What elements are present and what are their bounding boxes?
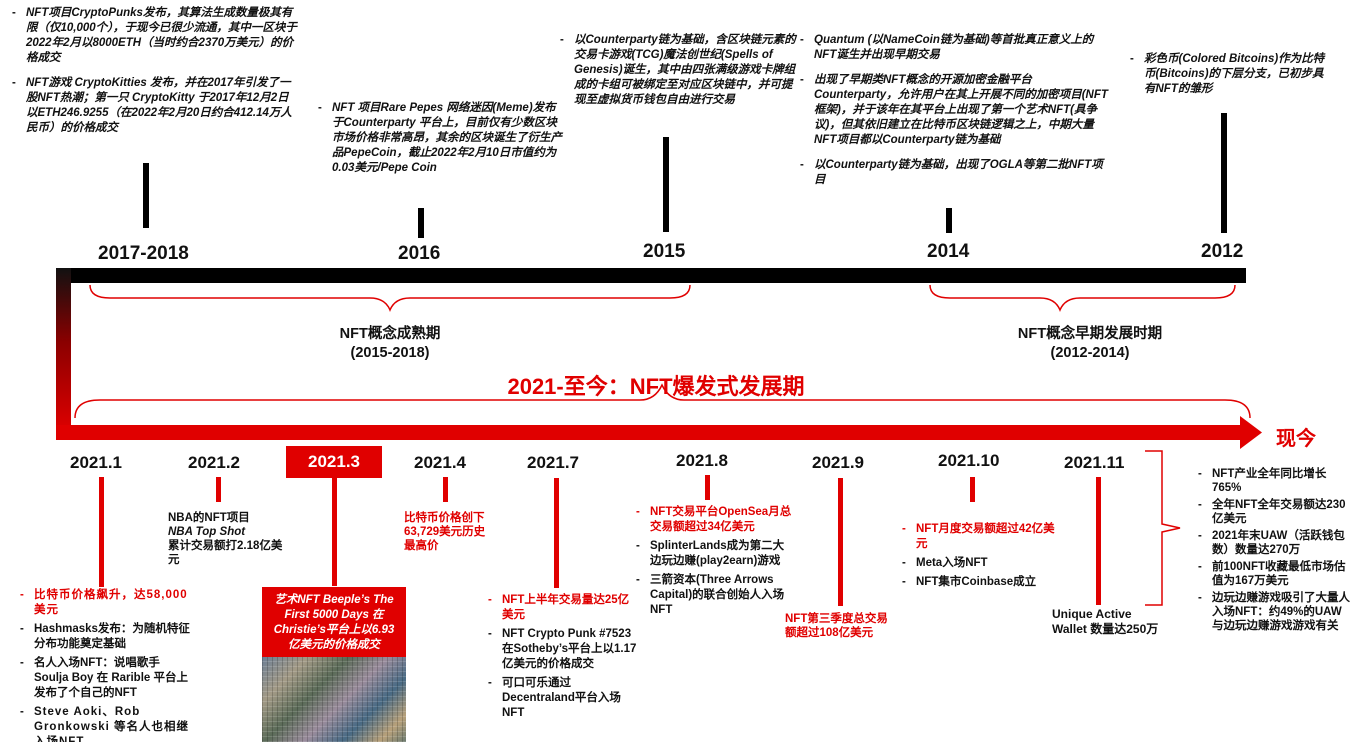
timeline-left-connector	[56, 268, 71, 433]
tick-2021-10	[970, 477, 975, 502]
brace-explosive	[74, 383, 1251, 419]
note-nba-topshot: NBA Top Shot	[168, 526, 246, 538]
note-uaw: Unique Active Wallet 数量达250万	[1052, 607, 1159, 636]
brace-mature	[89, 284, 691, 312]
phase-mature: NFT概念成熟期 (2015-2018)	[300, 325, 480, 363]
notes-2021-summary: NFT产业全年同比增长765% 全年NFT全年交易额达230亿美元 2021年末…	[1198, 467, 1350, 636]
bottom-timeline-bar	[56, 425, 1246, 440]
year-2012: 2012	[1201, 241, 1244, 262]
tick-2021-7	[554, 478, 559, 588]
notes-2017-2018: NFT项目CryptoPunks发布，其算法生成数量极其有限（仅10,000个）…	[12, 6, 297, 146]
note-spells-of-genesis: 以Counterparty链为基础，含区块链元素的交易卡游戏(TCG)魔法创世纪…	[560, 33, 798, 108]
tick-2021-2	[216, 477, 221, 502]
notes-2021-8: NFT交易平台OpenSea月总交易额超过34亿美元 SplinterLands…	[636, 505, 792, 622]
note-yoy-765: NFT产业全年同比增长765%	[1198, 467, 1350, 495]
tick-2021-4	[443, 477, 448, 502]
phase-mature-range: (2015-2018)	[350, 345, 430, 361]
now-label: 现今	[1276, 428, 1316, 450]
notes-2012: 彩色币(Colored Bitcoins)作为比特币(Bitcoins)的下层分…	[1130, 52, 1335, 107]
note-h1-volume: NFT上半年交易量达25亿美元	[488, 593, 638, 623]
date-2021-11: 2021.11	[1064, 453, 1125, 472]
top-timeline-bar	[56, 268, 1246, 283]
note-punk-7523: NFT Crypto Punk #7523在Sotheby’s平台上以1.17亿…	[488, 627, 638, 672]
note-btc-ath: 比特币价格创下63,729美元历史最高价	[404, 512, 486, 552]
beeple-text: 艺术NFT Beeple’s The First 5000 Days 在Chri…	[273, 594, 395, 651]
phase-early-label: NFT概念早期发展时期	[1017, 326, 1163, 342]
year-2016: 2016	[398, 243, 441, 264]
date-2021-4: 2021.4	[414, 453, 466, 472]
notes-2021-1: 比特币价格飙升，达58,000美元 Hashmasks发布：为随机特征分布功能奠…	[20, 588, 190, 742]
note-q3-volume: NFT第三季度总交易额超过108亿美元	[785, 613, 888, 639]
note-cryptokitties: NFT游戏 CryptoKitties 发布，并在2017年引发了一股NFT热潮…	[12, 76, 297, 136]
date-2021-1: 2021.1	[70, 453, 122, 472]
date-2021-9: 2021.9	[812, 453, 864, 472]
note-btc-58000: 比特币价格飙升，达58,000美元	[20, 588, 190, 618]
date-2021-8: 2021.8	[676, 451, 728, 470]
connector-2017	[143, 163, 149, 228]
phase-early: NFT概念早期发展时期 (2012-2014)	[990, 325, 1190, 363]
note-hashmasks: Hashmasks发布：为随机特征分布功能奠定基础	[20, 622, 190, 652]
tick-2021-8	[705, 475, 710, 500]
year-2015: 2015	[643, 241, 686, 262]
note-coca-cola: 可口可乐通过Decentraland平台入场NFT	[488, 676, 638, 721]
summary-bracket	[1145, 450, 1181, 606]
year-2014: 2014	[927, 241, 970, 262]
note-monthly-42: NFT月度交易额超过42亿美元	[902, 522, 1062, 552]
brace-early	[929, 284, 1236, 312]
tick-2021-1	[99, 477, 104, 587]
note-counterparty: 出现了早期类NFT概念的开源加密金融平台Counterparty，允许用户在其上…	[800, 73, 1110, 148]
beeple-artwork-image	[262, 657, 406, 742]
note-rare-pepes: NFT 项目Rare Pepes 网络迷因(Meme)发布于Counterpar…	[318, 101, 563, 176]
connector-2012	[1221, 113, 1227, 233]
connector-2014	[946, 208, 952, 233]
explosive-phase-title: 2021-至今：NFT爆发式发展期	[507, 374, 805, 399]
note-uaw-270: 2021年末UAW（活跃钱包数）数量达270万	[1198, 529, 1350, 557]
tick-2021-9	[838, 478, 843, 606]
date-2021-3: 2021.3	[286, 446, 382, 478]
beeple-card: 艺术NFT Beeple’s The First 5000 Days 在Chri…	[262, 587, 406, 657]
note-nba-line3: 累计交易额打2.18亿美元	[168, 540, 283, 566]
notes-2021-7: NFT上半年交易量达25亿美元 NFT Crypto Punk #7523在So…	[488, 593, 638, 725]
note-coinbase: NFT集市Coinbase成立	[902, 575, 1062, 590]
timeline-arrowhead	[1240, 416, 1262, 449]
date-2021-2: 2021.2	[188, 453, 240, 472]
note-play2earn: 边玩边赚游戏吸引了大量人入场NFT：约49%的UAW与边玩边赚游戏游戏有关	[1198, 591, 1350, 633]
notes-2014: Quantum (以NameCoin链为基础)等首批真正意义上的NFT诞生并出现…	[800, 33, 1110, 198]
connector-2015	[663, 137, 669, 232]
note-steve-aoki: Steve Aoki、Rob Gronkowski 等名人也相继入场NFT	[20, 705, 190, 742]
phase-braces	[74, 284, 1251, 419]
date-2021-7: 2021.7	[527, 453, 579, 472]
phase-mature-label: NFT概念成熟期	[339, 326, 441, 342]
note-nba-line1: NBA的NFT项目	[168, 512, 250, 524]
tick-2021-3	[332, 476, 337, 586]
date-2021-10: 2021.10	[938, 451, 1000, 470]
notes-2021-10: NFT月度交易额超过42亿美元 Meta入场NFT NFT集市Coinbase成…	[902, 522, 1062, 594]
year-2017-2018: 2017-2018	[98, 243, 189, 264]
notes-2015: 以Counterparty链为基础，含区块链元素的交易卡游戏(TCG)魔法创世纪…	[560, 33, 798, 118]
note-cryptopunks: NFT项目CryptoPunks发布，其算法生成数量极其有限（仅10,000个）…	[12, 6, 297, 66]
note-opensea: NFT交易平台OpenSea月总交易额超过34亿美元	[636, 505, 792, 535]
tick-2021-11	[1096, 477, 1101, 605]
note-meta: Meta入场NFT	[902, 556, 1062, 571]
note-ogla: 以Counterparty链为基础，出现了OGLA等第二批NFT项目	[800, 158, 1110, 188]
note-three-arrows: 三箭资本(Three Arrows Capital)的联合创始人入场NFT	[636, 573, 792, 618]
note-annual-230: 全年NFT全年交易额达230亿美元	[1198, 498, 1350, 526]
note-quantum: Quantum (以NameCoin链为基础)等首批真正意义上的NFT诞生并出现…	[800, 33, 1110, 63]
note-top100: 前100NFT收藏最低市场估值为167万美元	[1198, 560, 1350, 588]
phase-early-range: (2012-2014)	[1050, 345, 1130, 361]
note-colored-coins: 彩色币(Colored Bitcoins)作为比特币(Bitcoins)的下层分…	[1130, 52, 1335, 97]
notes-2016: NFT 项目Rare Pepes 网络迷因(Meme)发布于Counterpar…	[318, 101, 563, 186]
connector-2016	[418, 208, 424, 238]
note-soulja-boy: 名人入场NFT：说唱歌手Soulja Boy 在 Rarible 平台上发布了个…	[20, 656, 190, 701]
notes-2021-2: NBA的NFT项目 NBA Top Shot 累计交易额打2.18亿美元	[168, 511, 288, 567]
note-splinterlands: SplinterLands成为第二大边玩边赚(play2earn)游戏	[636, 539, 792, 569]
